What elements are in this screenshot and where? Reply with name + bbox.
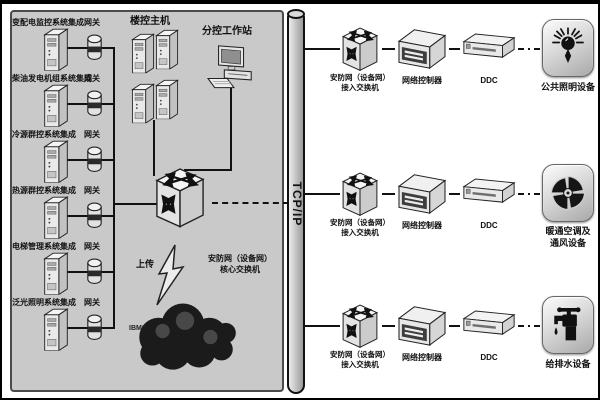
cloud-label: IBMS bbox=[129, 325, 147, 332]
device-icon-tile bbox=[542, 164, 594, 222]
subsystem-label: 泛光照明系统集成 bbox=[12, 298, 76, 307]
core-switch-label: 核心交换机 bbox=[220, 265, 260, 274]
connector-line bbox=[54, 47, 114, 49]
gateway-icon bbox=[84, 32, 105, 63]
trunk-line bbox=[113, 47, 115, 329]
backbone-label: TCP/IP bbox=[290, 181, 304, 227]
connector-line bbox=[305, 325, 340, 327]
upload-label: 上传 bbox=[135, 259, 154, 269]
connector-line bbox=[54, 103, 114, 105]
network-controller-icon bbox=[395, 25, 449, 71]
connector-line bbox=[449, 193, 460, 195]
subsystem-label: 柴油发电机组系统集成 bbox=[12, 74, 92, 83]
access-switch-label: 接入交换机 bbox=[341, 360, 379, 369]
access-switch-label: 接入交换机 bbox=[341, 228, 379, 237]
controller-label: 网络控制器 bbox=[402, 76, 442, 85]
gateway-label: 网关 bbox=[84, 298, 100, 307]
connector-line bbox=[54, 327, 114, 329]
access-switch-label: 安防网（设备网） bbox=[330, 350, 390, 359]
connector-line bbox=[54, 215, 114, 217]
connector-line bbox=[305, 193, 340, 195]
core-to-backbone-dashed-line bbox=[212, 202, 289, 204]
device-label: 给排水设备 bbox=[545, 359, 591, 369]
connector-line bbox=[54, 159, 114, 161]
subsystem-label: 冷源群控系统集成 bbox=[12, 130, 76, 139]
access-switch-icon bbox=[338, 23, 382, 72]
device-label: 通风设备 bbox=[549, 238, 586, 248]
device-label: 公共照明设备 bbox=[540, 82, 595, 92]
access-switch-label: 接入交换机 bbox=[341, 83, 379, 92]
gateway-label: 网关 bbox=[84, 242, 100, 251]
server-icon bbox=[40, 137, 72, 183]
ddc-label: DDC bbox=[480, 221, 498, 230]
network-controller-icon bbox=[395, 302, 449, 348]
device-icon-tile bbox=[542, 19, 594, 77]
controller-label: 网络控制器 bbox=[402, 353, 442, 362]
connector-line bbox=[113, 203, 159, 205]
network-controller-icon bbox=[395, 170, 449, 216]
access-switch-icon bbox=[338, 300, 382, 349]
core-switch-label: 安防网（设备网） bbox=[208, 254, 272, 263]
ddc-icon bbox=[460, 308, 518, 341]
server-icon bbox=[40, 249, 72, 295]
connector-line bbox=[382, 48, 395, 50]
connector-line bbox=[449, 325, 460, 327]
connector-line bbox=[305, 48, 340, 50]
gateway-icon bbox=[84, 144, 105, 175]
workstation-label: 分控工作站 bbox=[202, 26, 252, 37]
dash-dot-line bbox=[518, 193, 542, 195]
subsystem-label: 热源群控系统集成 bbox=[12, 186, 76, 195]
subsystem-label: 变配电监控系统集成 bbox=[12, 18, 84, 27]
host-label: 楼控主机 bbox=[130, 16, 170, 27]
connector-line bbox=[449, 48, 460, 50]
gateway-label: 网关 bbox=[84, 186, 100, 195]
gateway-icon bbox=[84, 88, 105, 119]
gateway-icon bbox=[84, 200, 105, 231]
device-label: 暖通空调及 bbox=[545, 226, 591, 236]
subsystem-label: 电梯管理系统集成 bbox=[12, 242, 76, 251]
connector-line bbox=[382, 193, 395, 195]
workstation-icon bbox=[204, 42, 260, 90]
ddc-label: DDC bbox=[480, 353, 498, 362]
access-switch-label: 安防网（设备网） bbox=[330, 73, 390, 82]
light-bulb-icon bbox=[549, 27, 587, 69]
device-icon-tile bbox=[542, 296, 594, 354]
access-switch-label: 安防网（设备网） bbox=[330, 218, 390, 227]
server-icon bbox=[40, 81, 72, 127]
connector-line bbox=[382, 325, 395, 327]
dash-dot-line bbox=[518, 48, 542, 50]
server-icon bbox=[40, 193, 72, 239]
ddc-label: DDC bbox=[480, 76, 498, 85]
gateway-label: 网关 bbox=[84, 18, 100, 27]
ddc-icon bbox=[460, 31, 518, 64]
server-icon bbox=[40, 305, 72, 351]
connector-line bbox=[54, 271, 114, 273]
gateway-icon bbox=[84, 256, 105, 287]
server-icon bbox=[128, 80, 158, 124]
backbone-cap bbox=[287, 9, 305, 19]
cloud-icon bbox=[124, 290, 246, 378]
connector-line bbox=[184, 169, 232, 171]
dash-dot-line bbox=[518, 325, 542, 327]
water-faucet-icon bbox=[550, 304, 586, 346]
core-switch-icon bbox=[150, 162, 210, 229]
connector-line bbox=[153, 120, 155, 176]
controller-label: 网络控制器 bbox=[402, 221, 442, 230]
fan-icon bbox=[548, 173, 588, 213]
server-icon bbox=[40, 25, 72, 71]
server-icon bbox=[128, 30, 158, 74]
gateway-label: 网关 bbox=[84, 130, 100, 139]
ddc-icon bbox=[460, 176, 518, 209]
connector-line bbox=[230, 88, 232, 171]
gateway-label: 网关 bbox=[84, 74, 100, 83]
gateway-icon bbox=[84, 312, 105, 343]
access-switch-icon bbox=[338, 168, 382, 217]
